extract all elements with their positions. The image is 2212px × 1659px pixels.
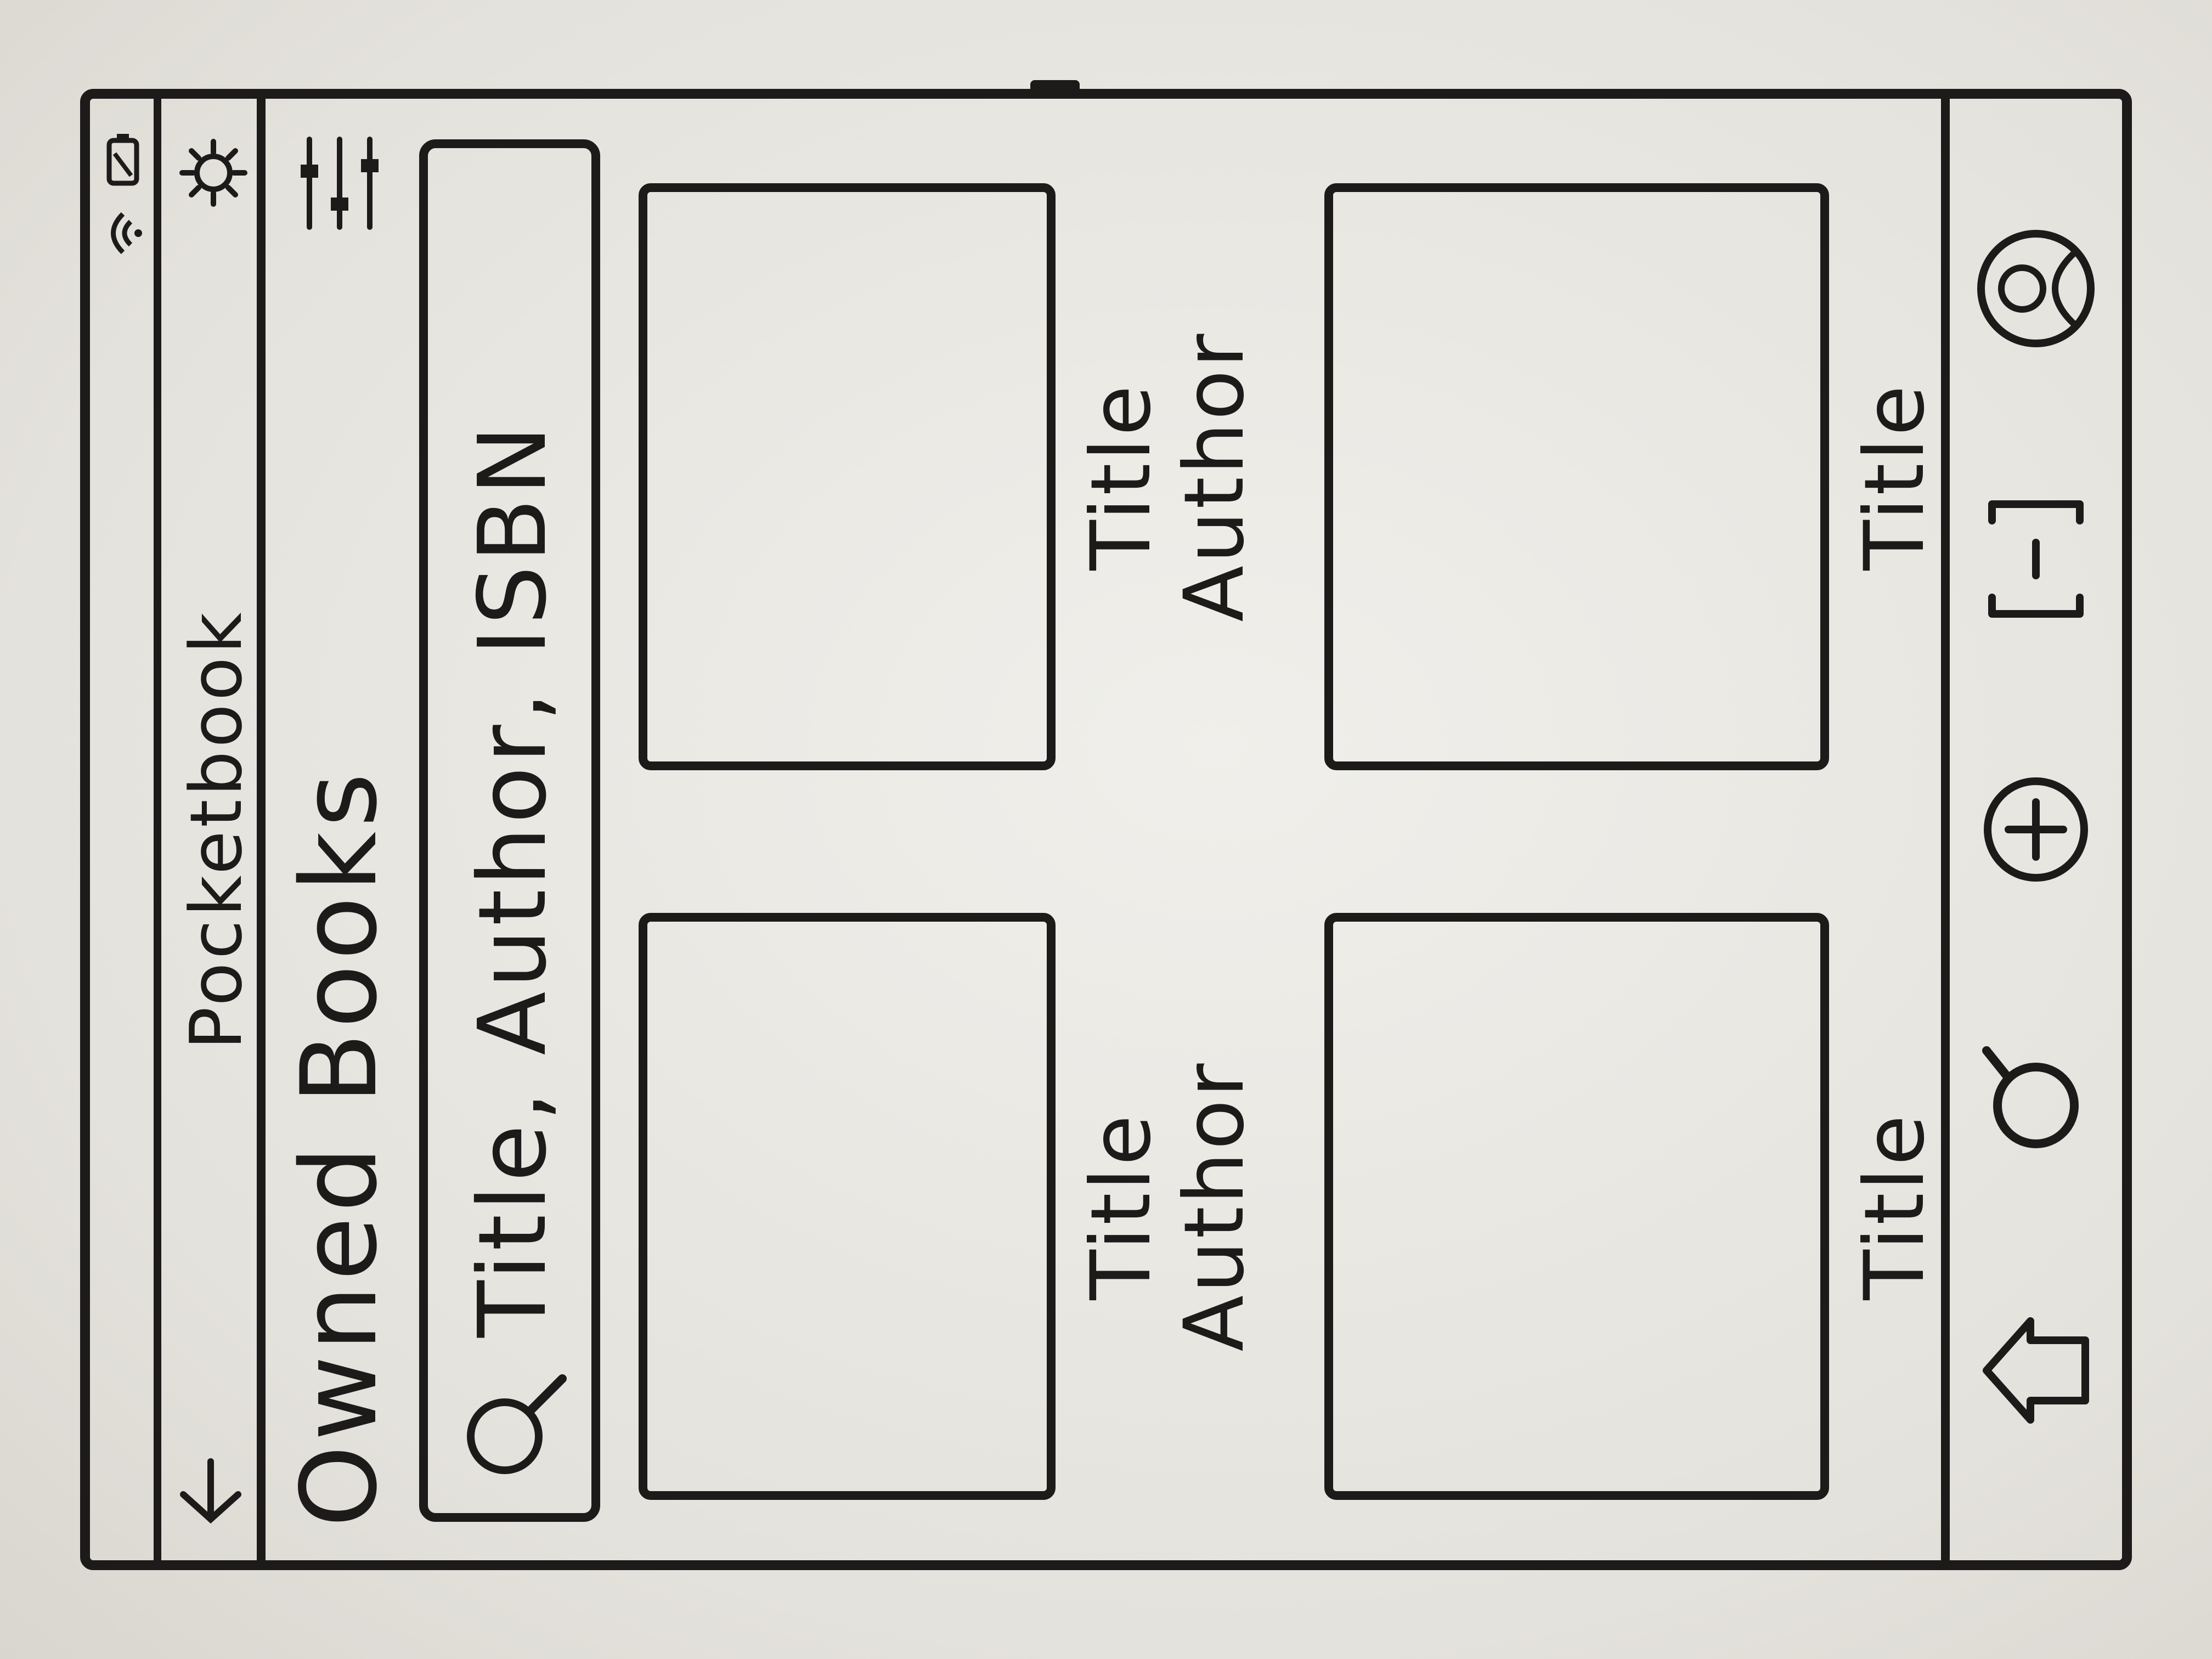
back-arrow-icon[interactable] [178,1456,256,1527]
book-author: Author [1167,1061,1262,1352]
section-title: Owned Books [279,768,400,1527]
book-card[interactable]: Title Author [639,869,1262,1500]
book-cover[interactable] [639,183,1056,770]
book-grid: Title Author Title Author Title Title [639,139,1943,1500]
book-author: Author [1167,331,1262,622]
battery-icon [104,132,144,187]
add-icon[interactable] [1965,758,2107,901]
status-bar [90,99,161,1560]
book-card[interactable]: Title [1324,869,1944,1500]
book-cover[interactable] [1324,913,1829,1500]
app-bar: Pocketbook [161,99,266,1560]
book-title: Title [1074,1113,1169,1300]
search-placeholder: Title, Author, ISBN [459,422,567,1338]
section-header: Owned Books [279,123,400,1538]
search-input[interactable]: Title, Author, ISBN [419,139,600,1522]
book-title: Title [1847,383,1943,571]
sliders-icon[interactable] [293,134,388,233]
home-icon[interactable] [1965,1299,2107,1442]
search-icon [455,1365,578,1486]
phone-frame: Pocketbook [80,80,2132,1570]
scan-icon[interactable] [1965,488,2107,630]
app-title: Pocketbook [174,609,258,1050]
gear-icon[interactable] [178,137,251,208]
profile-icon[interactable] [1965,217,2107,360]
phone-side-button [1030,80,1080,93]
book-cover[interactable] [1324,183,1829,770]
book-card[interactable]: Title [1324,139,1944,770]
book-title: Title [1847,1113,1943,1300]
search-icon[interactable] [1965,1029,2107,1171]
book-cover[interactable] [639,913,1056,1500]
wifi-icon [101,208,147,258]
bottom-nav [1941,99,2122,1560]
book-title: Title [1074,383,1169,571]
book-card[interactable]: Title Author [639,139,1262,770]
